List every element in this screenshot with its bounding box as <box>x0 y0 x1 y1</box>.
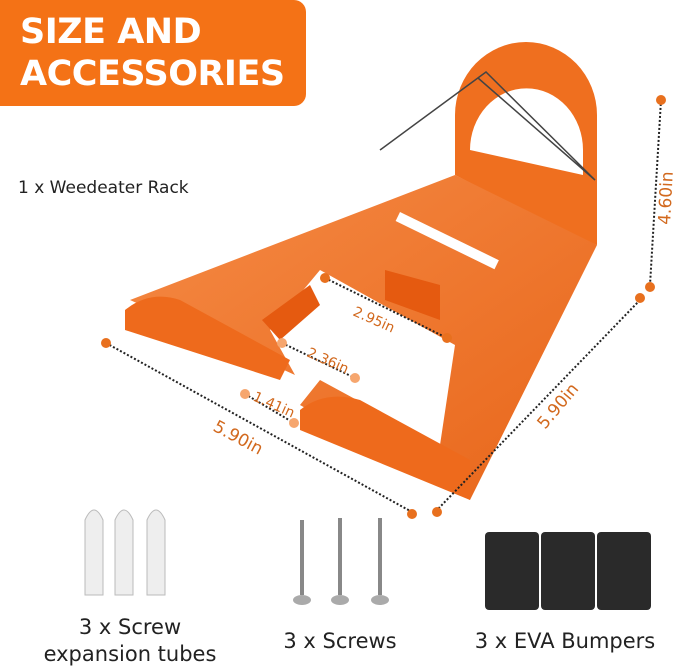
left-hook <box>125 296 290 380</box>
eva-bumpers <box>485 532 651 610</box>
rack-quantity-label: 1 x Weedeater Rack <box>18 178 189 198</box>
screws <box>300 518 382 595</box>
base-slot <box>395 212 499 270</box>
right-hook <box>300 396 470 500</box>
right-tab <box>385 270 440 320</box>
back-plate-hole <box>470 88 583 175</box>
title-banner: SIZE AND ACCESSORIES <box>0 0 306 106</box>
hanging-wire <box>379 71 596 181</box>
dim-line-height <box>649 99 662 286</box>
dim-label-inner-width: 2.95in <box>350 304 397 336</box>
banner-line1: SIZE AND <box>20 12 202 52</box>
left-tab <box>262 285 320 340</box>
dim-label-gap: 1.41in <box>250 389 297 421</box>
dim-label-inner-depth: 2.36in <box>304 345 351 377</box>
tubes-label-line2: expansion tubes <box>43 642 217 666</box>
banner-line2: ACCESSORIES <box>20 54 285 94</box>
tubes-label-line1: 3 x Screw <box>78 615 182 639</box>
dim-line-depth <box>436 299 641 511</box>
dim-line-inner-depth <box>281 342 356 379</box>
dim-label-height: 4.60in <box>655 171 678 225</box>
dim-line-gap <box>244 393 295 424</box>
bumpers-label: 3 x EVA Bumpers <box>474 629 656 653</box>
screws-label: 3 x Screws <box>283 629 397 653</box>
dim-label-width: 5.90in <box>210 417 267 460</box>
dim-label-depth: 5.90in <box>534 379 584 433</box>
expansion-tubes <box>84 509 166 596</box>
expansion-tubes-label: 3 x Screw expansion tubes <box>40 614 220 668</box>
dim-line-inner-width <box>324 277 448 339</box>
